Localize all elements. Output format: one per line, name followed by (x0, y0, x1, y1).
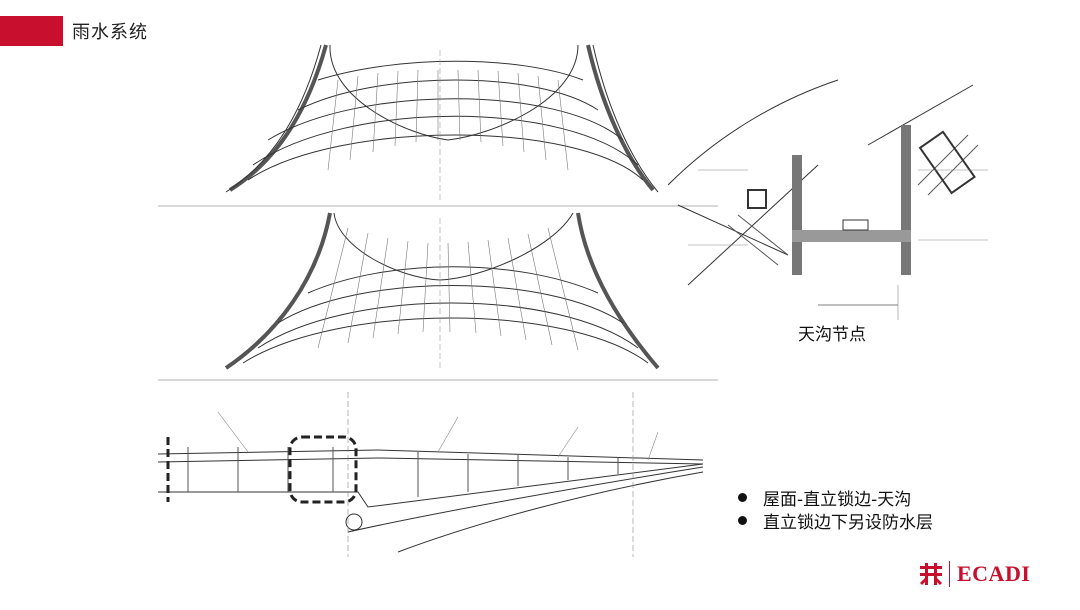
slide-title: 雨水系统 (72, 22, 148, 43)
bullet-list: 屋面-直立锁边-天沟 直立锁边下另设防水层 (738, 486, 933, 533)
roof-section-drawing (158, 392, 704, 557)
ecadi-emblem-icon (920, 563, 942, 585)
logo-separator (949, 561, 950, 587)
bullet-item: 直立锁边下另设防水层 (738, 509, 933, 533)
bullet-text: 直立锁边下另设防水层 (763, 513, 933, 533)
bullet-dot-icon (738, 516, 747, 525)
bullet-text: 屋面-直立锁边-天沟 (763, 490, 912, 510)
ecadi-logo: ECADI (918, 558, 1038, 590)
detail-caption: 天沟节点 (798, 325, 866, 345)
title-accent-bar (0, 16, 63, 46)
logo-text: ECADI (957, 561, 1031, 586)
roof-plan-drawing-top (158, 44, 718, 207)
bullet-item: 屋面-直立锁边-天沟 (738, 486, 933, 510)
gutter-detail-drawing (668, 79, 988, 320)
bullet-dot-icon (738, 493, 747, 502)
roof-plan-drawing-middle (158, 212, 718, 381)
